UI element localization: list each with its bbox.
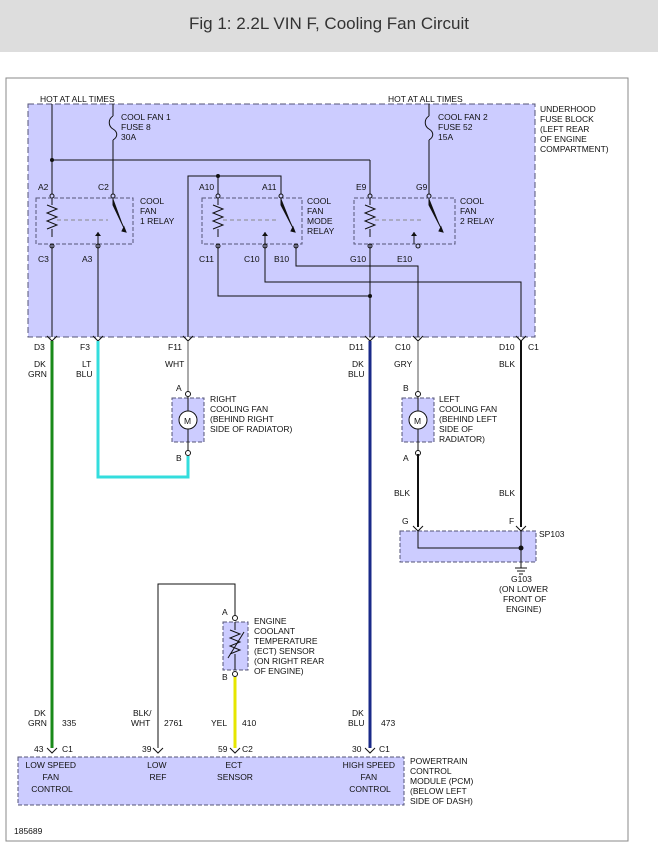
circuit-335: 335 xyxy=(62,718,76,728)
relay-pin-terminals xyxy=(49,193,421,249)
hot-at-all-times-label-2: HOT AT ALL TIMES xyxy=(388,94,463,104)
pcm-low-ref-label: LOW REF xyxy=(147,760,169,782)
wire-yel: YEL xyxy=(211,718,227,728)
pcm-pin-30: 30 xyxy=(352,744,362,754)
conn-d10: D10 xyxy=(499,342,515,352)
conn-c10: C10 xyxy=(395,342,411,352)
pcm-conn-c1-a: C1 xyxy=(62,744,73,754)
wire-dk-grn-top: DK GRN xyxy=(28,359,48,379)
circuit-473: 473 xyxy=(381,718,395,728)
pin-c3: C3 xyxy=(38,254,49,264)
figure-number: 185689 xyxy=(14,826,43,836)
cool-fan-1-relay xyxy=(35,197,134,245)
wire-lt-blu: LT BLU xyxy=(76,359,94,379)
pcm-pin-43: 43 xyxy=(34,744,44,754)
hot-at-all-times-label-1: HOT AT ALL TIMES xyxy=(40,94,115,104)
pin-a2: A2 xyxy=(38,182,49,192)
wire-blk-wht: BLK/ WHT xyxy=(131,708,154,728)
pcm-high-speed-label: HIGH SPEED FAN CONTROL xyxy=(343,760,398,794)
splice-pin-g: G xyxy=(402,516,409,526)
right-fan-pin-a: A xyxy=(176,383,182,393)
left-fan-motor-symbol: M xyxy=(414,416,421,426)
pin-a3: A3 xyxy=(82,254,93,264)
left-fan-pin-b: B xyxy=(403,383,409,393)
left-fan-pin-a: A xyxy=(403,453,409,463)
right-fan-label: RIGHT COOLING FAN (BEHIND RIGHT SIDE OF … xyxy=(210,394,293,434)
conn-d11: D11 xyxy=(349,342,364,352)
wire-gry: GRY xyxy=(394,359,413,369)
splice-pin-f: F xyxy=(509,516,514,526)
pin-c2: C2 xyxy=(98,182,109,192)
left-fan-label: LEFT COOLING FAN (BEHIND LEFT SIDE OF RA… xyxy=(439,394,499,444)
pin-e10: E10 xyxy=(397,254,412,264)
pin-a11: A11 xyxy=(262,182,277,192)
splice-label: SP103 xyxy=(539,529,565,539)
pcm-module xyxy=(17,747,405,806)
wire-blk-top: BLK xyxy=(499,359,515,369)
fuse-2-label: COOL FAN 2 FUSE 52 15A xyxy=(438,112,490,142)
title-bar: Fig 1: 2.2L VIN F, Cooling Fan Circuit xyxy=(0,0,658,52)
pin-b10: B10 xyxy=(274,254,289,264)
conn-f11: F11 xyxy=(168,342,182,352)
relay-2-label: COOL FAN MODE RELAY xyxy=(307,196,335,236)
pcm-ect-label: ECT SENSOR xyxy=(217,760,253,782)
cool-fan-2-relay xyxy=(353,197,456,245)
fuse-block-box xyxy=(27,103,536,338)
pcm-conn-c1-b: C1 xyxy=(379,744,390,754)
relay-3-label: COOL FAN 2 RELAY xyxy=(460,196,495,226)
pcm-conn-c2: C2 xyxy=(242,744,253,754)
wire-lt-blu-line xyxy=(96,341,190,479)
circuit-410: 410 xyxy=(242,718,256,728)
ect-pin-a: A xyxy=(222,607,228,617)
wire-blk-left: BLK xyxy=(394,488,410,498)
ect-sensor xyxy=(157,583,249,748)
pcm-pin-39: 39 xyxy=(142,744,152,754)
wire-dk-blu-bottom: DK BLU xyxy=(348,708,366,728)
cool-fan-mode-relay xyxy=(201,197,303,245)
right-fan-pin-b: B xyxy=(176,453,182,463)
fuse-block-label: UNDERHOOD FUSE BLOCK (LEFT REAR OF ENGIN… xyxy=(540,104,609,154)
conn-d3: D3 xyxy=(34,342,45,352)
ground-g103-label: G103 (ON LOWER FRONT OF ENGINE) xyxy=(499,574,551,614)
pin-g10: G10 xyxy=(350,254,366,264)
pcm-pin-59: 59 xyxy=(218,744,228,754)
ect-sensor-label: ENGINE COOLANT TEMPERATURE (ECT) SENSOR … xyxy=(254,616,327,676)
conn-f3: F3 xyxy=(80,342,90,352)
pcm-low-speed-label: LOW SPEED FAN CONTROL xyxy=(26,760,79,794)
pin-e9: E9 xyxy=(356,182,367,192)
circuit-2761: 2761 xyxy=(164,718,183,728)
relay-1-label: COOL FAN 1 RELAY xyxy=(140,196,175,226)
splice-sp103 xyxy=(399,525,537,575)
pin-a10: A10 xyxy=(199,182,214,192)
pin-g9: G9 xyxy=(416,182,428,192)
left-cooling-fan xyxy=(401,391,435,456)
wire-blk-right: BLK xyxy=(499,488,515,498)
right-cooling-fan xyxy=(171,391,205,456)
wire-wht: WHT xyxy=(165,359,184,369)
ect-pin-b: B xyxy=(222,672,228,682)
wire-dk-grn-bottom: DK GRN xyxy=(28,708,48,728)
conn-c1: C1 xyxy=(528,342,539,352)
fuse-1-label: COOL FAN 1 FUSE 8 30A xyxy=(121,112,173,142)
wire-dk-blu-top: DK BLU xyxy=(348,359,366,379)
pin-c11: C11 xyxy=(199,254,214,264)
right-fan-motor-symbol: M xyxy=(184,416,191,426)
pcm-label: POWERTRAIN CONTROL MODULE (PCM) (BELOW L… xyxy=(410,756,476,806)
page-title: Fig 1: 2.2L VIN F, Cooling Fan Circuit xyxy=(189,14,469,33)
fuse-block-internal-wiring xyxy=(51,175,522,337)
diagram-frame xyxy=(5,77,629,842)
fuse-52 xyxy=(424,104,434,199)
pin-c10: C10 xyxy=(244,254,260,264)
